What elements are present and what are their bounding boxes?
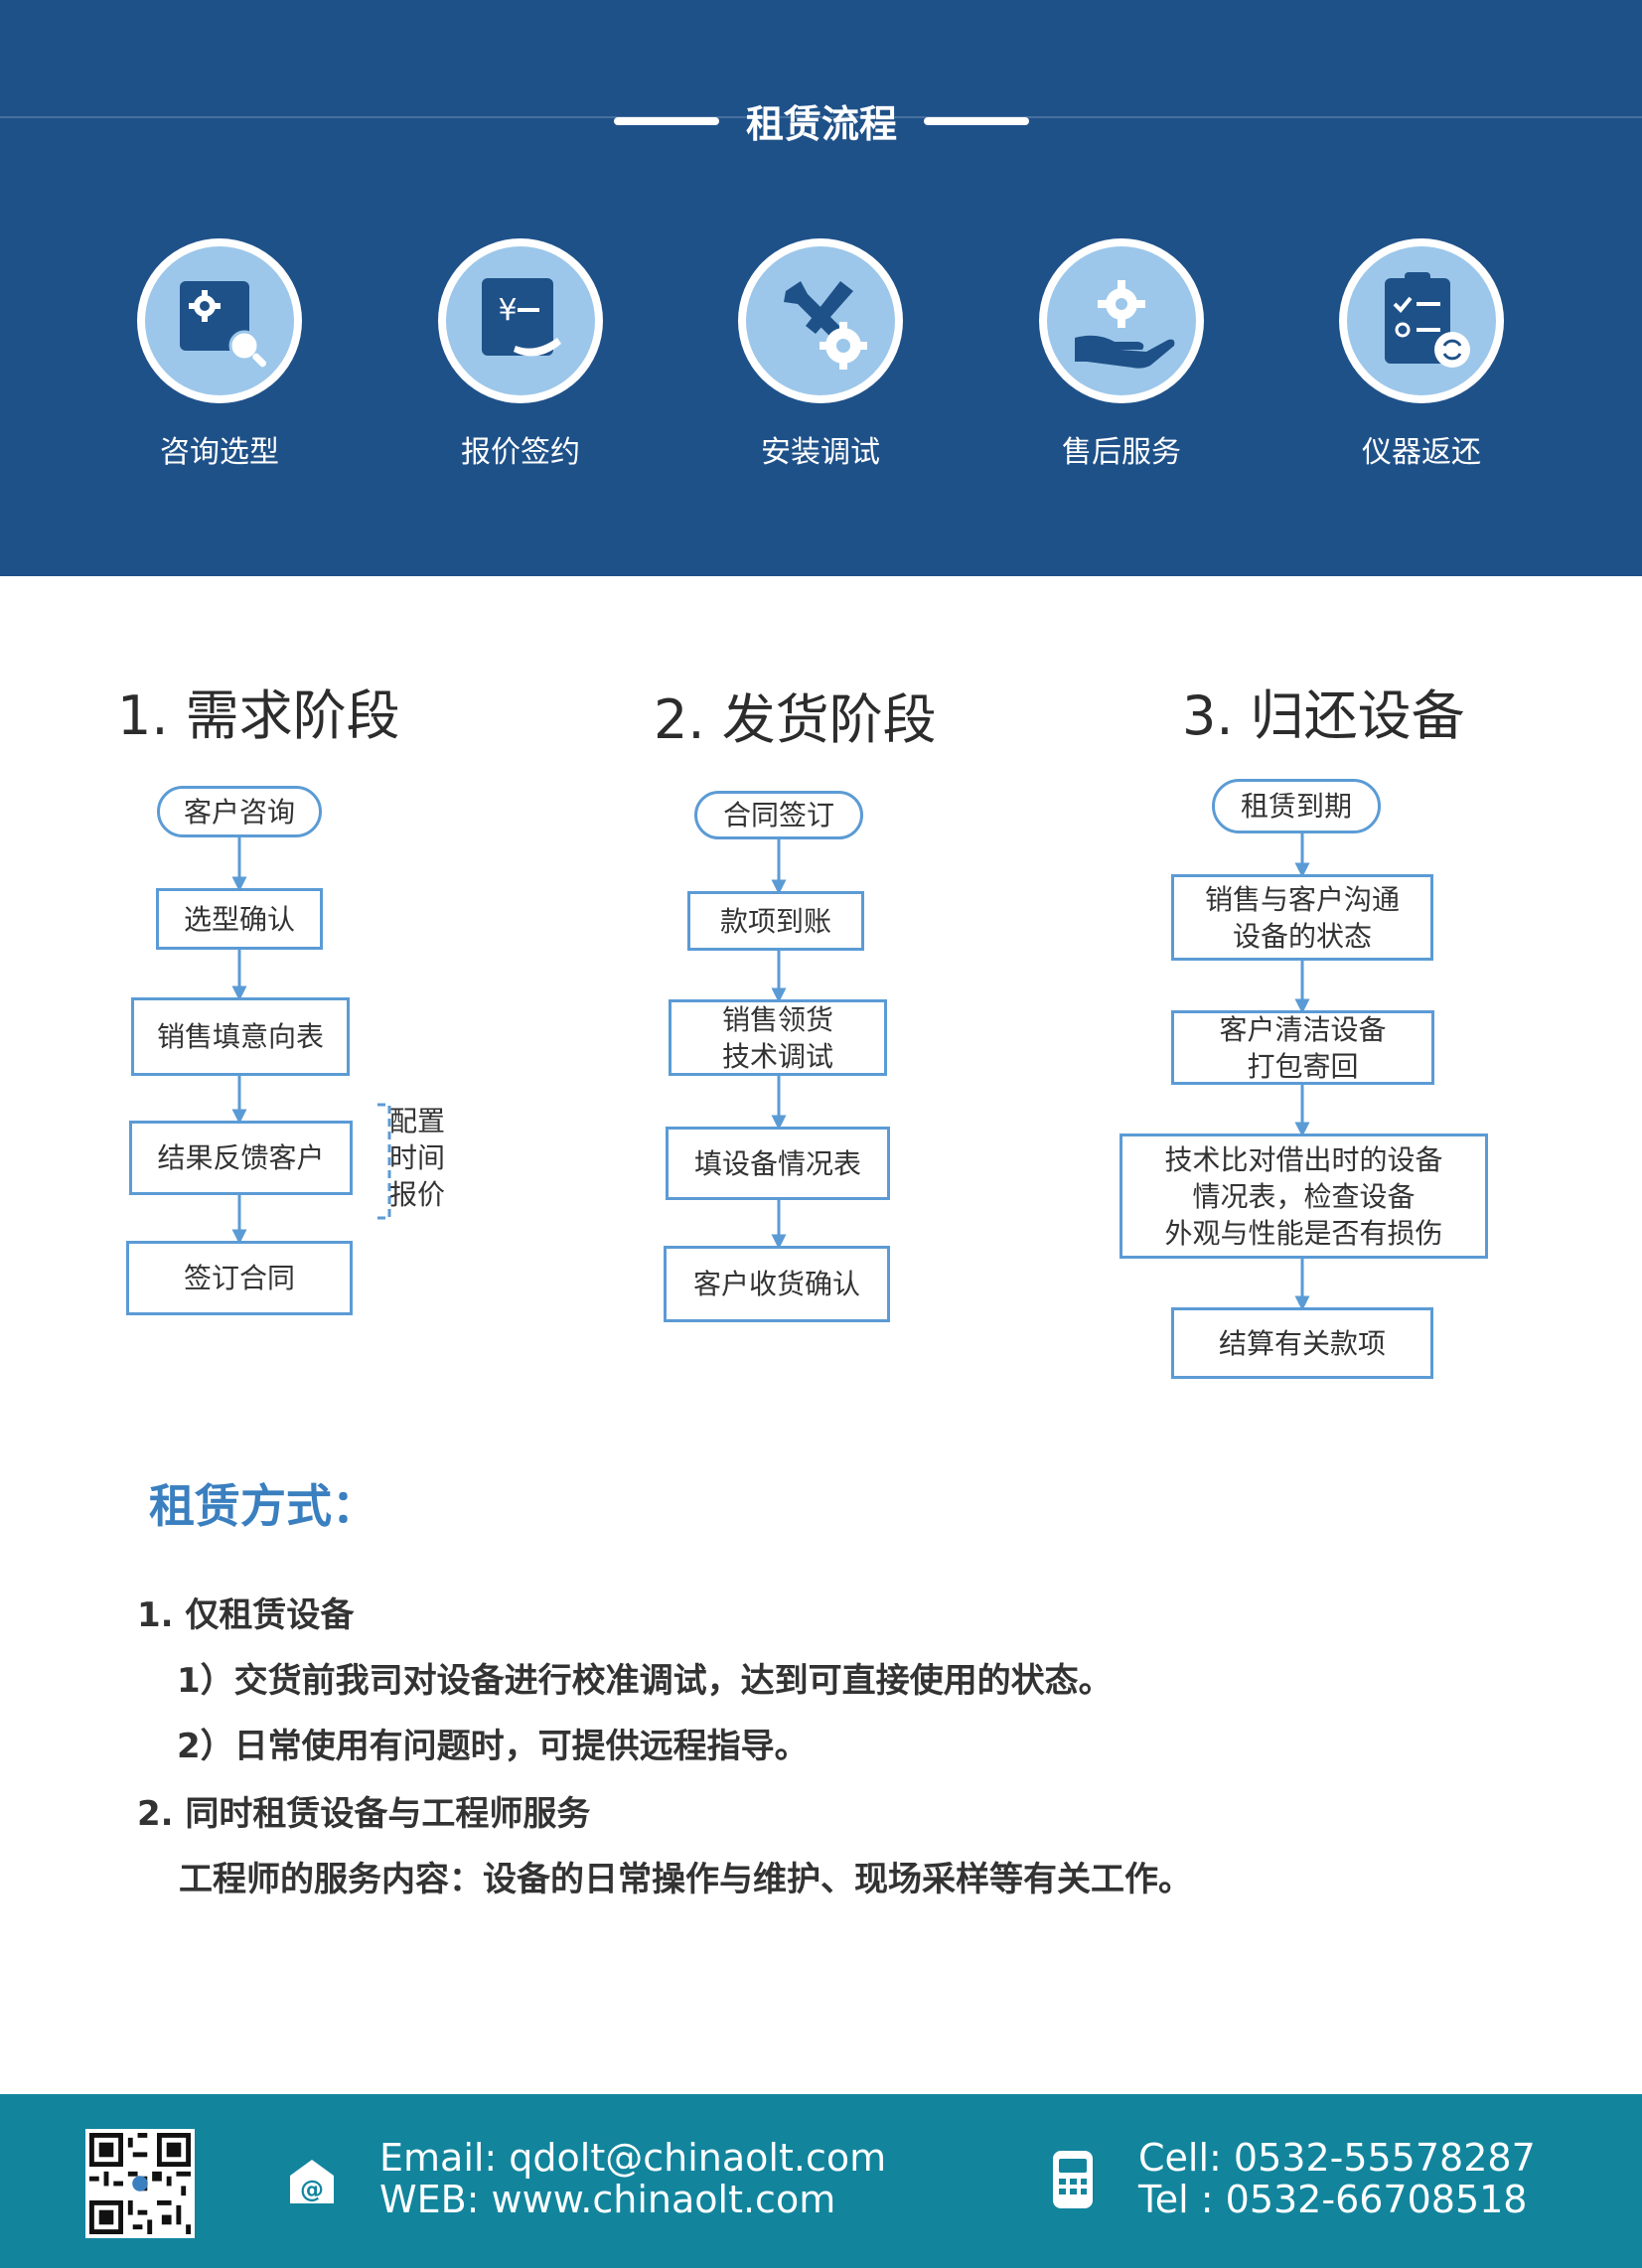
svg-text:@: @ [300, 2176, 324, 2203]
method-line: 2）日常使用有问题时，可提供远程指导。 [177, 1727, 809, 1766]
yuan-payment-icon: ¥ [446, 246, 595, 395]
clipboard-return-icon [1347, 246, 1496, 395]
wrench-gear-icon [746, 246, 895, 395]
flow-step: 合同签订 [694, 791, 863, 839]
process-step-return: 仪器返还 [1332, 238, 1511, 471]
svg-text:¥: ¥ [498, 293, 517, 328]
method-line: 工程师的服务内容：设备的日常操作与维护、现场采样等有关工作。 [179, 1860, 1192, 1899]
phase-title-shipping: 2. 发货阶段 [654, 688, 937, 751]
flow-step: 款项到账 [687, 891, 864, 951]
phone-icon [1045, 2149, 1101, 2208]
process-step-quote: ¥ 报价签约 [431, 238, 610, 471]
phase-title-demand: 1. 需求阶段 [117, 684, 400, 747]
banner-title: 租赁流程 [745, 102, 897, 146]
step-label: 售后服务 [1062, 435, 1181, 470]
flow-step: 客户收货确认 [664, 1246, 890, 1322]
cell-text[interactable]: Cell: 0532-55578287 [1138, 2136, 1536, 2180]
banner-divider [0, 116, 1642, 118]
website-text[interactable]: WEB: www.chinaolt.com [379, 2178, 836, 2221]
flow-step: 销售填意向表 [131, 997, 350, 1076]
contact-footer: @ Email: qdolt@chinaolt.com WEB: www.chi… [0, 2094, 1642, 2268]
note-bracket [377, 1103, 391, 1220]
banner-title-group: 租赁流程 [0, 87, 1642, 151]
process-step-consult: 咨询选型 [130, 238, 309, 471]
email-icon: @ [284, 2154, 340, 2209]
flow-arrows [231, 833, 1310, 1311]
flow-step: 客户咨询 [157, 786, 322, 837]
method-title: 租赁方式： [149, 1479, 377, 1533]
title-bar-left [614, 117, 719, 125]
step-icon-circle [1339, 238, 1504, 403]
hand-gear-icon [1047, 246, 1196, 395]
process-banner: 租赁流程 咨询选型 [0, 0, 1642, 576]
flow-step: 技术比对借出时的设备 情况表，检查设备 外观与性能是否有损伤 [1120, 1134, 1488, 1259]
note-line: 配置 [389, 1105, 446, 1137]
method-line: 1. 仅租赁设备 [137, 1595, 355, 1635]
flow-step: 选型确认 [156, 888, 323, 950]
side-note: 配置 时间 报价 [389, 1103, 459, 1213]
method-line: 1）交货前我司对设备进行校准调试，达到可直接使用的状态。 [177, 1661, 1113, 1701]
flow-step: 结算有关款项 [1171, 1307, 1433, 1379]
step-icon-circle [1039, 238, 1204, 403]
flow-step: 结果反馈客户 [129, 1121, 353, 1195]
title-bar-right [924, 117, 1029, 125]
flow-step: 填设备情况表 [666, 1127, 890, 1200]
flow-step: 客户清洁设备 打包寄回 [1171, 1010, 1434, 1085]
step-label: 仪器返还 [1362, 435, 1481, 470]
note-line: 时间 [389, 1141, 446, 1174]
step-label: 报价签约 [461, 435, 580, 470]
flow-step: 销售领货 技术调试 [669, 999, 887, 1076]
process-step-install: 安装调试 [731, 238, 910, 471]
phase-title-return: 3. 归还设备 [1182, 684, 1465, 747]
email-text[interactable]: Email: qdolt@chinaolt.com [379, 2136, 887, 2180]
step-icon-circle: ¥ [438, 238, 603, 403]
qr-code-icon[interactable] [85, 2129, 195, 2238]
step-label: 咨询选型 [160, 435, 279, 470]
flow-step: 租赁到期 [1212, 779, 1381, 833]
tel-text[interactable]: Tel : 0532-66708518 [1138, 2178, 1528, 2221]
flow-step: 销售与客户沟通 设备的状态 [1171, 874, 1433, 961]
process-step-service: 售后服务 [1032, 238, 1211, 471]
note-line: 报价 [389, 1178, 446, 1211]
method-line: 2. 同时租赁设备与工程师服务 [137, 1794, 591, 1834]
flow-step: 签订合同 [126, 1241, 353, 1315]
settings-search-icon [145, 246, 294, 395]
step-label: 安装调试 [761, 435, 880, 470]
step-icon-circle [137, 238, 302, 403]
step-icon-circle [738, 238, 903, 403]
